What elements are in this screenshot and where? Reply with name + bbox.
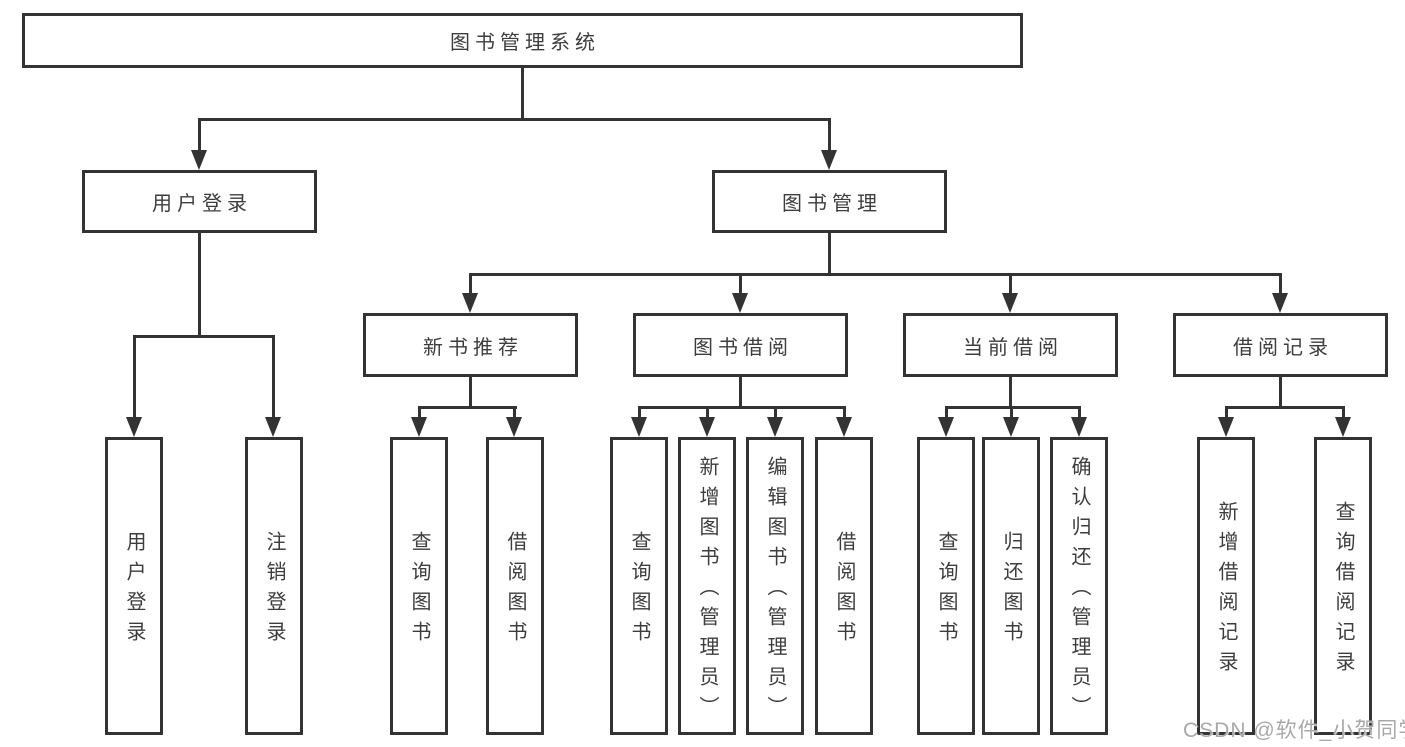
connector-line: [513, 406, 516, 420]
connector-line: [739, 377, 742, 409]
arrow-down-icon: [1002, 293, 1018, 313]
connector-line: [1225, 406, 1228, 420]
connector-line: [521, 68, 524, 120]
leaf-borrowing-borrow-books: 借阅图书: [815, 437, 873, 735]
arrow-down-icon: [938, 417, 954, 437]
connector-line: [469, 273, 1282, 276]
csdn-watermark: CSDN @软件_小贺同学: [1183, 719, 1405, 742]
arrow-down-icon: [1003, 417, 1019, 437]
arrow-down-icon: [191, 150, 207, 170]
connector-line: [469, 273, 472, 297]
arrow-down-icon: [732, 293, 748, 313]
node-borrowing-records: 借阅记录: [1173, 313, 1388, 377]
connector-line: [706, 406, 709, 420]
connector-line: [1010, 406, 1013, 420]
connector-line: [418, 406, 421, 420]
arrow-down-icon: [506, 417, 522, 437]
arrow-down-icon: [265, 417, 281, 437]
connector-line: [272, 335, 275, 421]
connector-line: [1225, 406, 1345, 409]
connector-line: [843, 406, 846, 420]
connector-line: [133, 335, 136, 421]
arrow-down-icon: [1335, 417, 1351, 437]
node-book-borrowing: 图书借阅: [633, 313, 848, 377]
connector-line: [198, 118, 201, 154]
connector-line: [1078, 406, 1081, 420]
arrow-down-icon: [411, 417, 427, 437]
node-new-book-recommend: 新书推荐: [363, 313, 578, 377]
leaf-records-query-borrow-record: 查询借阅记录: [1314, 437, 1372, 735]
connector-line: [1279, 377, 1282, 409]
connector-line: [198, 118, 831, 121]
connector-line: [828, 118, 831, 154]
leaf-records-add-borrow-record: 新增借阅记录: [1197, 437, 1255, 735]
connector-line: [133, 335, 275, 338]
connector-line: [774, 406, 777, 420]
node-root-system: 图书管理系统: [22, 13, 1023, 68]
leaf-logout: 注销登录: [245, 437, 303, 735]
leaf-current-query-books: 查询图书: [917, 437, 975, 735]
connector-line: [739, 273, 742, 297]
arrow-down-icon: [1272, 293, 1288, 313]
arrow-down-icon: [767, 417, 783, 437]
arrow-down-icon: [462, 293, 478, 313]
connector-line: [1009, 273, 1012, 297]
arrow-down-icon: [631, 417, 647, 437]
leaf-user-login: 用户登录: [105, 437, 163, 735]
arrow-down-icon: [126, 417, 142, 437]
connector-line: [1009, 377, 1012, 409]
node-user-login: 用户登录: [82, 170, 317, 233]
leaf-borrowing-query-books: 查询图书: [610, 437, 668, 735]
leaf-borrowing-edit-books-admin: 编辑图书（管理员）: [746, 437, 804, 735]
leaf-borrowing-add-books-admin: 新增图书（管理员）: [678, 437, 736, 735]
arrow-down-icon: [699, 417, 715, 437]
arrow-down-icon: [1218, 417, 1234, 437]
connector-line: [945, 406, 1081, 409]
leaf-current-confirm-return-admin: 确认归还（管理员）: [1050, 437, 1108, 735]
leaf-newbook-borrow-books: 借阅图书: [486, 437, 544, 735]
leaf-current-return-books: 归还图书: [982, 437, 1040, 735]
connector-line: [828, 233, 831, 276]
connector-line: [945, 406, 948, 420]
connector-line: [1342, 406, 1345, 420]
connector-line: [469, 377, 472, 409]
connector-line: [198, 233, 201, 335]
connector-line: [1279, 273, 1282, 297]
arrow-down-icon: [821, 150, 837, 170]
node-book-management: 图书管理: [712, 170, 947, 233]
arrow-down-icon: [836, 417, 852, 437]
connector-line: [638, 406, 641, 420]
arrow-down-icon: [1071, 417, 1087, 437]
connector-line: [418, 406, 517, 409]
node-current-borrowing: 当前借阅: [903, 313, 1118, 377]
leaf-newbook-query-books: 查询图书: [390, 437, 448, 735]
connector-line: [638, 406, 846, 409]
